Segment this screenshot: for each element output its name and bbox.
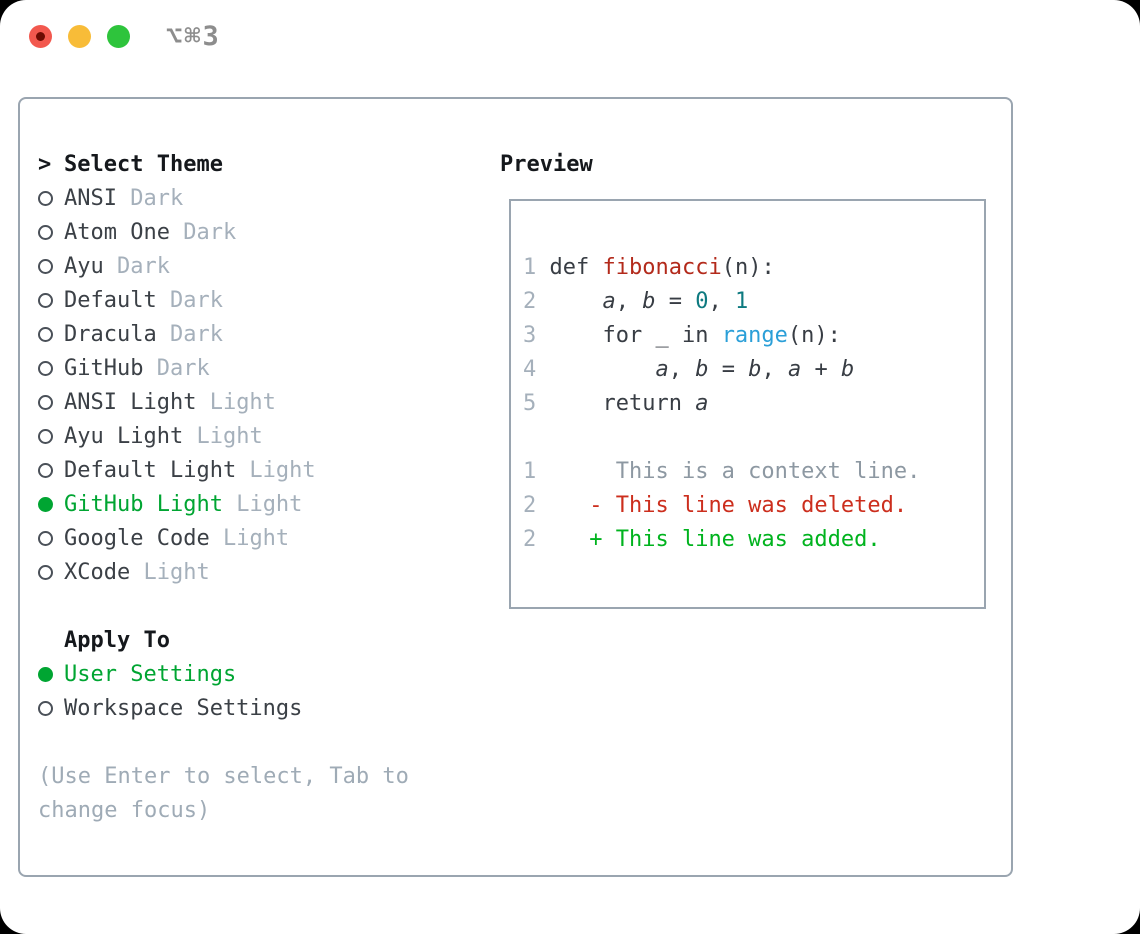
theme-variant-tag: Light bbox=[196, 389, 276, 415]
minimize-icon[interactable] bbox=[68, 25, 91, 48]
radio-selected-icon bbox=[38, 666, 64, 682]
theme-variant-tag: Light bbox=[130, 559, 210, 585]
code-line: 4 a, b = b, a + b bbox=[523, 357, 855, 382]
option-row-ayu[interactable]: Ayu Dark bbox=[20, 249, 490, 283]
radio-unselected-icon bbox=[38, 190, 64, 206]
code-line: 5 return a bbox=[523, 391, 709, 416]
option-row-github-light[interactable]: GitHub Light Light bbox=[20, 487, 490, 521]
theme-variant-tag: Dark bbox=[103, 253, 170, 279]
radio-unselected-icon bbox=[38, 292, 64, 308]
option-row-xcode[interactable]: XCode Light bbox=[20, 555, 490, 589]
radio-unselected-icon bbox=[38, 258, 64, 274]
option-row-ayu-light[interactable]: Ayu Light Light bbox=[20, 419, 490, 453]
option-row-google-code[interactable]: Google Code Light bbox=[20, 521, 490, 555]
option-label: GitHub bbox=[64, 355, 144, 381]
code-line: 2 + This line was added. bbox=[523, 527, 881, 552]
select-theme-header: Select Theme bbox=[64, 151, 223, 177]
theme-variant-tag: Dark bbox=[143, 355, 210, 381]
help-text-line-1: (Use Enter to select, Tab to bbox=[38, 763, 409, 789]
prompt-caret: > bbox=[38, 151, 52, 177]
radio-unselected-icon bbox=[38, 462, 64, 478]
option-label: ANSI bbox=[64, 185, 117, 211]
code-line: 2 a, b = 0, 1 bbox=[523, 289, 749, 314]
apply-to-header-row: Apply To bbox=[20, 623, 490, 657]
select-theme-header-row: > Select Theme bbox=[20, 147, 490, 181]
option-row-dracula[interactable]: Dracula Dark bbox=[20, 317, 490, 351]
code-line: 2 - This line was deleted. bbox=[523, 493, 908, 518]
option-row-default-light[interactable]: Default Light Light bbox=[20, 453, 490, 487]
option-label: Dracula bbox=[64, 321, 157, 347]
radio-unselected-icon bbox=[38, 700, 64, 716]
preview-header: Preview bbox=[500, 151, 593, 177]
radio-unselected-icon bbox=[38, 564, 64, 580]
option-row-workspace-settings[interactable]: Workspace Settings bbox=[20, 691, 490, 725]
traffic-lights bbox=[29, 25, 130, 48]
option-label: Ayu Light bbox=[64, 423, 184, 449]
option-label: GitHub Light bbox=[64, 491, 223, 517]
option-label: Workspace Settings bbox=[64, 695, 303, 721]
option-label: Google Code bbox=[64, 525, 210, 551]
theme-variant-tag: Dark bbox=[116, 185, 184, 211]
option-label: Default Light bbox=[64, 457, 237, 483]
radio-unselected-icon bbox=[38, 530, 64, 546]
zoom-icon[interactable] bbox=[107, 25, 130, 48]
option-label: Default bbox=[64, 287, 157, 313]
theme-variant-tag: Light bbox=[236, 457, 316, 483]
option-label: Atom One bbox=[64, 219, 170, 245]
apply-to-header: Apply To bbox=[64, 627, 170, 653]
option-label: XCode bbox=[64, 559, 131, 585]
radio-unselected-icon bbox=[38, 394, 64, 410]
option-row-ansi-light[interactable]: ANSI Light Light bbox=[20, 385, 490, 419]
theme-variant-tag: Dark bbox=[156, 321, 223, 347]
close-icon[interactable] bbox=[29, 25, 52, 48]
title-bar: ⌥⌘3 bbox=[0, 0, 1140, 74]
option-row-default[interactable]: Default Dark bbox=[20, 283, 490, 317]
theme-variant-tag: Light bbox=[222, 491, 303, 517]
option-label: User Settings bbox=[64, 661, 237, 687]
help-text-line-2: change focus) bbox=[38, 797, 211, 823]
theme-variant-tag: Dark bbox=[156, 287, 223, 313]
spacer bbox=[20, 589, 490, 623]
code-line: 3 for _ in range(n): bbox=[523, 323, 841, 348]
code-line bbox=[523, 421, 984, 455]
option-row-github[interactable]: GitHub Dark bbox=[20, 351, 490, 385]
radio-unselected-icon bbox=[38, 428, 64, 444]
option-row-ansi[interactable]: ANSI Dark bbox=[20, 181, 490, 215]
window-title: ⌥⌘3 bbox=[166, 21, 221, 52]
radio-selected-icon bbox=[38, 496, 64, 512]
option-row-user-settings[interactable]: User Settings bbox=[20, 657, 490, 691]
radio-unselected-icon bbox=[38, 326, 64, 342]
option-label: Ayu bbox=[64, 253, 104, 279]
theme-variant-tag: Dark bbox=[169, 219, 237, 245]
code-line: 1 def fibonacci(n): bbox=[523, 255, 775, 280]
theme-variant-tag: Light bbox=[183, 423, 263, 449]
radio-unselected-icon bbox=[38, 360, 64, 376]
theme-variant-tag: Light bbox=[209, 525, 290, 551]
radio-unselected-icon bbox=[38, 224, 64, 240]
spacer bbox=[20, 725, 490, 759]
code-line: 1 This is a context line. bbox=[523, 459, 921, 484]
option-label: ANSI Light bbox=[64, 389, 197, 415]
option-row-atom-one[interactable]: Atom One Dark bbox=[20, 215, 490, 249]
preview-code-box: 1 def fibonacci(n): 2 a, b = 0, 1 3 for _ … bbox=[509, 199, 986, 609]
